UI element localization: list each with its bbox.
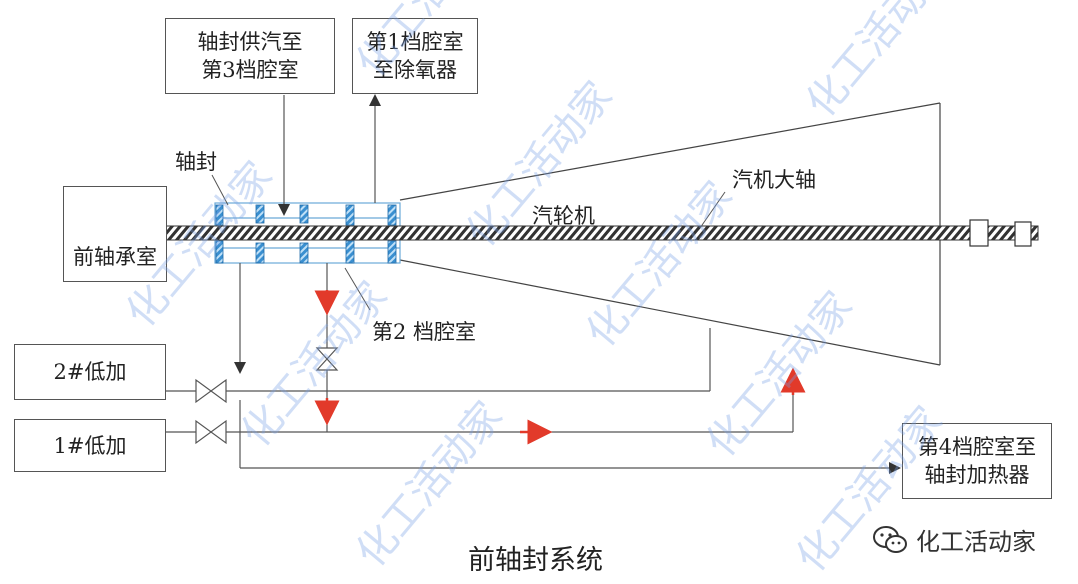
seal-heater-box-line-2: 轴封加热器 — [924, 463, 1030, 487]
valve-1-heater — [195, 419, 227, 445]
supply-box-line-2: 第3档腔室 — [201, 58, 299, 82]
front-bearing-label: 前轴承室 — [73, 245, 157, 269]
low-heater-2-label: 2#低加 — [53, 360, 127, 384]
chamber-4-to-seal-heater-box: 第4档腔室至 轴封加热器 — [902, 423, 1052, 499]
valves — [195, 347, 339, 445]
front-bearing-box: 前轴承室 — [63, 186, 167, 282]
main-shaft-label: 汽机大轴 — [732, 168, 816, 192]
valve-2-heater — [195, 378, 227, 404]
low-heater-2-box: 2#低加 — [14, 344, 166, 400]
deaerator-box-line-1: 第1档腔室 — [366, 30, 464, 54]
chamber-2-label: 第2 档腔室 — [372, 320, 477, 344]
low-heater-1-box: 1#低加 — [14, 419, 166, 472]
turbine-label: 汽轮机 — [532, 204, 595, 228]
low-heater-1-label: 1#低加 — [53, 433, 127, 458]
brand-footer: 化工活动家 — [872, 522, 1036, 557]
coupling-1 — [969, 219, 989, 247]
supply-to-chamber-3-box: 轴封供汽至 第3档腔室 — [165, 18, 335, 94]
deaerator-box-line-2: 至除氧器 — [373, 58, 457, 82]
coupling-2 — [1014, 221, 1032, 247]
seal-teeth — [215, 204, 397, 264]
supply-box-line-1: 轴封供汽至 — [197, 30, 303, 54]
pipes — [165, 94, 901, 474]
seal-heater-box-line-1: 第4档腔室至 — [917, 435, 1037, 459]
brand-name: 化工活动家 — [916, 528, 1036, 556]
flow-arrows — [314, 290, 806, 445]
diagram-caption: 前轴封系统 — [468, 545, 603, 576]
valve-chamber-2 — [315, 347, 339, 371]
chamber-1-to-deaerator-box: 第1档腔室 至除氧器 — [352, 18, 478, 94]
leader-lines — [211, 174, 726, 311]
shaft-seal-label: 轴封 — [175, 150, 217, 174]
wechat-icon — [873, 525, 907, 553]
